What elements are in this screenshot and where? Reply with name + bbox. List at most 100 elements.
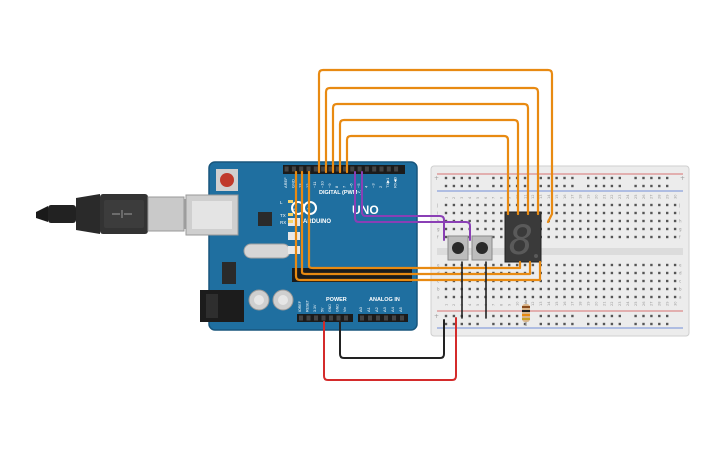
- terminal-hole[interactable]: [626, 271, 629, 275]
- terminal-hole[interactable]: [508, 203, 511, 207]
- terminal-hole[interactable]: [500, 235, 503, 239]
- terminal-hole[interactable]: [547, 227, 550, 231]
- terminal-hole[interactable]: [673, 287, 677, 291]
- digital-pin-socket[interactable]: [350, 166, 355, 172]
- terminal-hole[interactable]: [610, 227, 614, 231]
- power-pin-socket[interactable]: [321, 315, 326, 321]
- terminal-hole[interactable]: [618, 235, 621, 239]
- terminal-hole[interactable]: [484, 219, 487, 223]
- terminal-hole[interactable]: [444, 203, 448, 207]
- terminal-hole[interactable]: [468, 287, 471, 291]
- terminal-hole[interactable]: [539, 203, 542, 207]
- rail-hole[interactable]: [618, 184, 621, 188]
- terminal-hole[interactable]: [563, 211, 566, 215]
- terminal-hole[interactable]: [673, 271, 677, 275]
- rail-hole[interactable]: [523, 322, 527, 326]
- rail-hole[interactable]: [468, 176, 471, 180]
- terminal-hole[interactable]: [658, 227, 661, 231]
- terminal-hole[interactable]: [587, 227, 590, 231]
- terminal-hole[interactable]: [452, 287, 456, 291]
- terminal-hole[interactable]: [571, 235, 574, 239]
- terminal-hole[interactable]: [563, 203, 566, 207]
- analog-pin-socket[interactable]: [368, 315, 372, 321]
- terminal-hole[interactable]: [547, 203, 550, 207]
- terminal-hole[interactable]: [460, 211, 463, 215]
- rail-hole[interactable]: [476, 184, 479, 188]
- terminal-hole[interactable]: [476, 211, 479, 215]
- rail-hole[interactable]: [523, 184, 527, 188]
- terminal-hole[interactable]: [634, 279, 637, 283]
- terminal-hole[interactable]: [587, 279, 590, 283]
- terminal-hole[interactable]: [626, 203, 629, 207]
- terminal-hole[interactable]: [563, 219, 566, 223]
- terminal-hole[interactable]: [642, 203, 645, 207]
- rail-hole[interactable]: [602, 322, 606, 326]
- terminal-hole[interactable]: [579, 211, 582, 215]
- terminal-hole[interactable]: [666, 227, 669, 231]
- rail-hole[interactable]: [650, 176, 653, 180]
- terminal-hole[interactable]: [579, 219, 582, 223]
- digital-pin-socket[interactable]: [357, 166, 362, 172]
- terminal-hole[interactable]: [492, 235, 495, 239]
- terminal-hole[interactable]: [602, 295, 606, 299]
- terminal-hole[interactable]: [563, 271, 566, 275]
- terminal-hole[interactable]: [602, 263, 606, 267]
- rail-hole[interactable]: [587, 184, 590, 188]
- terminal-hole[interactable]: [626, 295, 629, 299]
- terminal-hole[interactable]: [484, 211, 487, 215]
- terminal-hole[interactable]: [555, 279, 558, 283]
- terminal-hole[interactable]: [642, 211, 645, 215]
- terminal-hole[interactable]: [571, 271, 574, 275]
- terminal-hole[interactable]: [571, 263, 574, 267]
- push-button-1[interactable]: [447, 235, 469, 261]
- rail-hole[interactable]: [508, 176, 511, 180]
- terminal-hole[interactable]: [547, 235, 550, 239]
- terminal-hole[interactable]: [579, 203, 582, 207]
- terminal-hole[interactable]: [594, 219, 598, 223]
- terminal-hole[interactable]: [642, 271, 645, 275]
- digital-pin-socket[interactable]: [313, 166, 318, 172]
- terminal-hole[interactable]: [594, 211, 598, 215]
- terminal-hole[interactable]: [508, 287, 511, 291]
- rail-hole[interactable]: [563, 184, 566, 188]
- rail-hole[interactable]: [587, 322, 590, 326]
- terminal-hole[interactable]: [626, 227, 629, 231]
- terminal-hole[interactable]: [634, 263, 637, 267]
- terminal-hole[interactable]: [634, 219, 637, 223]
- terminal-hole[interactable]: [658, 219, 661, 223]
- digital-pin-socket[interactable]: [321, 166, 326, 172]
- terminal-hole[interactable]: [594, 271, 598, 275]
- terminal-hole[interactable]: [642, 227, 645, 231]
- terminal-hole[interactable]: [500, 263, 503, 267]
- terminal-hole[interactable]: [500, 287, 503, 291]
- terminal-hole[interactable]: [650, 279, 653, 283]
- power-pin-socket[interactable]: [314, 315, 318, 321]
- push-button-2[interactable]: [471, 235, 493, 261]
- terminal-hole[interactable]: [571, 211, 574, 215]
- terminal-hole[interactable]: [673, 219, 677, 223]
- digital-pin-socket[interactable]: [299, 166, 304, 172]
- rail-hole[interactable]: [650, 322, 653, 326]
- terminal-hole[interactable]: [492, 263, 495, 267]
- terminal-hole[interactable]: [610, 287, 614, 291]
- terminal-hole[interactable]: [444, 211, 448, 215]
- rail-hole[interactable]: [547, 184, 550, 188]
- terminal-hole[interactable]: [634, 295, 637, 299]
- rail-hole[interactable]: [539, 184, 542, 188]
- rail-hole[interactable]: [460, 176, 463, 180]
- terminal-hole[interactable]: [579, 271, 582, 275]
- rail-hole[interactable]: [547, 322, 550, 326]
- rail-hole[interactable]: [594, 184, 598, 188]
- terminal-hole[interactable]: [673, 279, 677, 283]
- terminal-hole[interactable]: [618, 211, 621, 215]
- terminal-hole[interactable]: [579, 279, 582, 283]
- rail-hole[interactable]: [460, 322, 463, 326]
- terminal-hole[interactable]: [547, 287, 550, 291]
- terminal-hole[interactable]: [579, 227, 582, 231]
- terminal-hole[interactable]: [539, 295, 542, 299]
- rail-hole[interactable]: [508, 184, 511, 188]
- rail-hole[interactable]: [658, 322, 661, 326]
- terminal-hole[interactable]: [658, 287, 661, 291]
- terminal-hole[interactable]: [618, 227, 621, 231]
